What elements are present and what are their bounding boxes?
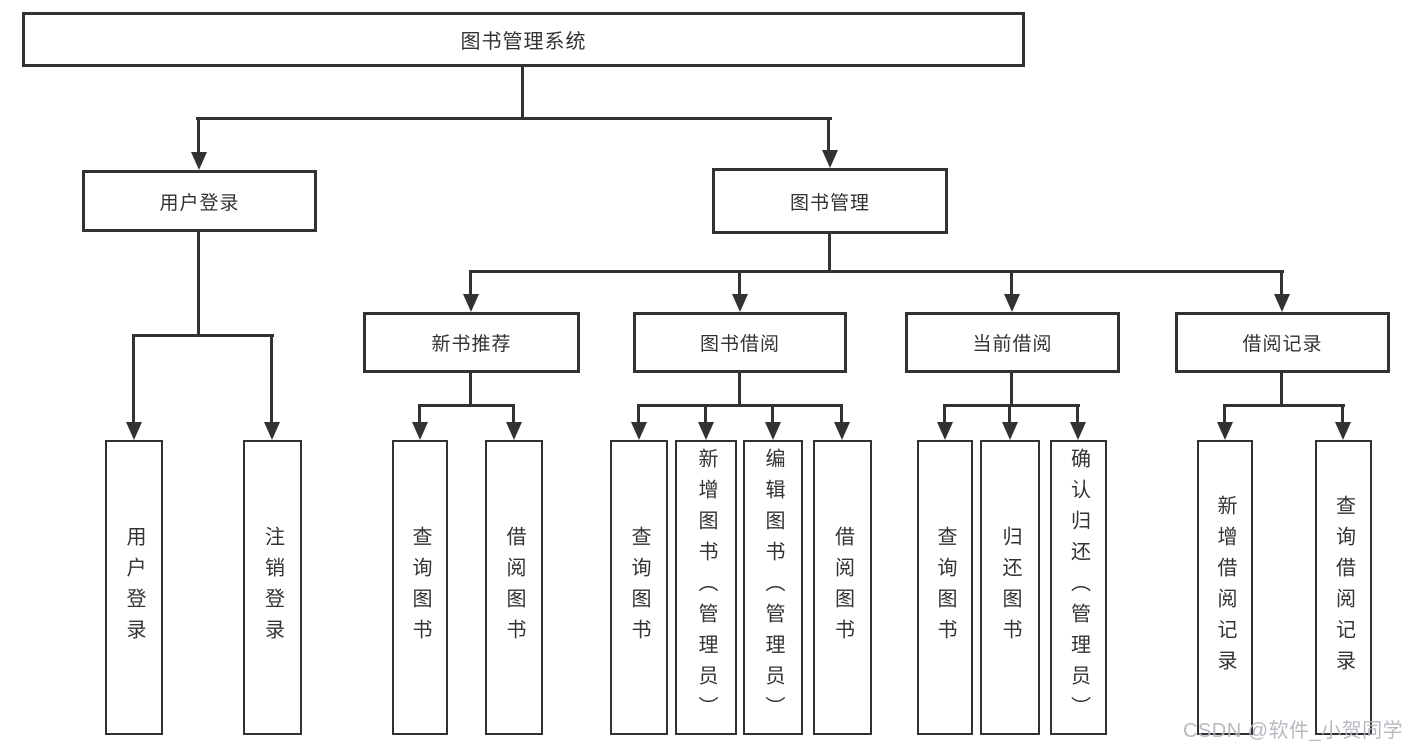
connector-line — [827, 119, 830, 150]
node-book-management-branch: 图书管理 — [712, 168, 948, 234]
arrowhead-down-icon — [822, 150, 838, 168]
arrowhead-down-icon — [1004, 294, 1020, 312]
connector-line — [637, 404, 843, 407]
connector-line — [197, 232, 200, 336]
arrowhead-down-icon — [1274, 294, 1290, 312]
connector-line — [1010, 373, 1013, 406]
leaf-add-borrow-record: 新增借阅记录 — [1197, 440, 1253, 735]
connector-line — [637, 406, 640, 422]
arrowhead-down-icon — [1002, 422, 1018, 440]
connector-line — [418, 406, 421, 422]
arrowhead-down-icon — [732, 294, 748, 312]
connector-line — [738, 373, 741, 406]
connector-line — [196, 117, 832, 120]
leaf-edit-book-admin: 编辑图书（管理员） — [743, 440, 803, 735]
arrowhead-down-icon — [191, 152, 207, 170]
leaf-borrow-books-borrowing: 借阅图书 — [813, 440, 872, 735]
leaf-add-book-admin: 新增图书（管理员） — [675, 440, 737, 735]
arrowhead-down-icon — [1070, 422, 1086, 440]
connector-line — [1008, 406, 1011, 422]
connector-line — [1280, 373, 1283, 406]
connector-line — [704, 406, 707, 422]
node-borrowing-records: 借阅记录 — [1175, 312, 1390, 373]
connector-line — [469, 270, 1284, 273]
connector-line — [1223, 404, 1345, 407]
node-current-borrowing: 当前借阅 — [905, 312, 1120, 373]
arrowhead-down-icon — [463, 294, 479, 312]
node-library-system: 图书管理系统 — [22, 12, 1025, 67]
arrowhead-down-icon — [1335, 422, 1351, 440]
connector-line — [943, 404, 1080, 407]
connector-line — [521, 67, 524, 119]
leaf-label: 借阅图书 — [503, 525, 525, 650]
connector-line — [1341, 406, 1344, 422]
leaf-label: 确认归还（管理员） — [1067, 448, 1090, 727]
connector-line — [771, 406, 774, 422]
leaf-label: 编辑图书（管理员） — [762, 448, 784, 727]
connector-line — [840, 406, 843, 422]
arrowhead-down-icon — [698, 422, 714, 440]
leaf-user-login: 用户登录 — [105, 440, 163, 735]
connector-line — [1076, 406, 1079, 422]
node-new-book-recommend: 新书推荐 — [363, 312, 580, 373]
leaf-borrow-books-recommend: 借阅图书 — [485, 440, 543, 735]
leaf-label: 查询图书 — [628, 525, 650, 650]
leaf-label: 用户登录 — [123, 525, 145, 650]
node-user-login-branch: 用户登录 — [82, 170, 317, 232]
connector-line — [1010, 272, 1013, 294]
leaf-label: 查询图书 — [409, 525, 431, 650]
leaf-label: 新增借阅记录 — [1214, 494, 1236, 681]
leaf-label: 查询图书 — [934, 525, 956, 650]
arrowhead-down-icon — [1217, 422, 1233, 440]
connector-line — [828, 234, 831, 272]
node-book-borrowing: 图书借阅 — [633, 312, 847, 373]
leaf-label: 注销登录 — [261, 525, 284, 650]
arrowhead-down-icon — [506, 422, 522, 440]
connector-line — [512, 406, 515, 422]
connector-line — [132, 336, 135, 422]
arrowhead-down-icon — [126, 422, 142, 440]
leaf-return-book: 归还图书 — [980, 440, 1040, 735]
csdn-watermark: CSDN @软件_小贺同学 — [1183, 720, 1404, 742]
leaf-label: 新增图书（管理员） — [695, 448, 717, 727]
connector-line — [943, 406, 946, 422]
arrowhead-down-icon — [834, 422, 850, 440]
arrowhead-down-icon — [412, 422, 428, 440]
leaf-logout: 注销登录 — [243, 440, 302, 735]
connector-line — [1280, 272, 1283, 294]
connector-line — [418, 404, 515, 407]
arrowhead-down-icon — [765, 422, 781, 440]
connector-line — [270, 336, 273, 422]
connector-line — [197, 119, 200, 152]
leaf-label: 借阅图书 — [831, 525, 854, 650]
leaf-query-borrow-record: 查询借阅记录 — [1315, 440, 1372, 735]
connector-line — [469, 373, 472, 406]
leaf-label: 归还图书 — [999, 525, 1021, 650]
connector-line — [469, 272, 472, 294]
leaf-confirm-return-admin: 确认归还（管理员） — [1050, 440, 1107, 735]
leaf-query-books-current: 查询图书 — [917, 440, 973, 735]
leaf-query-books-recommend: 查询图书 — [392, 440, 448, 735]
leaf-label: 查询借阅记录 — [1332, 494, 1355, 681]
connector-line — [1223, 406, 1226, 422]
arrowhead-down-icon — [631, 422, 647, 440]
connector-line — [738, 272, 741, 294]
arrowhead-down-icon — [937, 422, 953, 440]
connector-line — [132, 334, 274, 337]
arrowhead-down-icon — [264, 422, 280, 440]
leaf-query-books-borrowing: 查询图书 — [610, 440, 668, 735]
